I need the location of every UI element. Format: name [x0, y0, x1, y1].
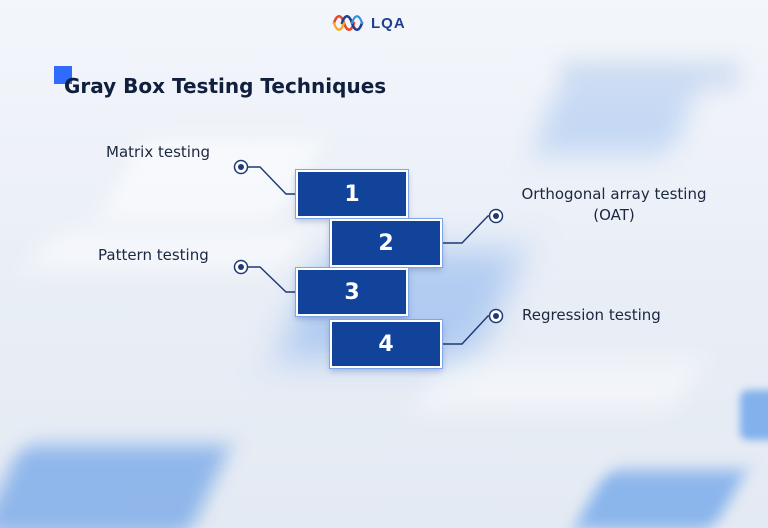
connector-2 — [442, 215, 494, 244]
bg-shape — [560, 60, 740, 90]
node-4-icon — [488, 308, 504, 324]
step-box-3: 3 — [295, 267, 409, 317]
step-label-1: Matrix testing — [106, 143, 210, 161]
step-box-4: 4 — [329, 319, 443, 369]
title-accent — [54, 66, 72, 84]
step-box-2: 2 — [329, 218, 443, 268]
step-box-1: 1 — [295, 169, 409, 219]
step-label-4: Regression testing — [522, 306, 661, 324]
page-title: Gray Box Testing Techniques — [64, 74, 387, 98]
step-label-2: Orthogonal array testing (OAT) — [521, 185, 707, 224]
step-label-3: Pattern testing — [98, 246, 209, 264]
bg-shape — [740, 390, 768, 440]
logo: LQA — [331, 10, 406, 36]
node-3-icon — [233, 259, 249, 275]
connector-1 — [246, 166, 296, 195]
node-2-icon — [488, 208, 504, 224]
connector-3 — [246, 266, 296, 293]
node-1-icon — [233, 159, 249, 175]
logo-mark-icon — [332, 15, 364, 31]
connector-4 — [442, 315, 494, 345]
logo-text: LQA — [371, 14, 406, 32]
